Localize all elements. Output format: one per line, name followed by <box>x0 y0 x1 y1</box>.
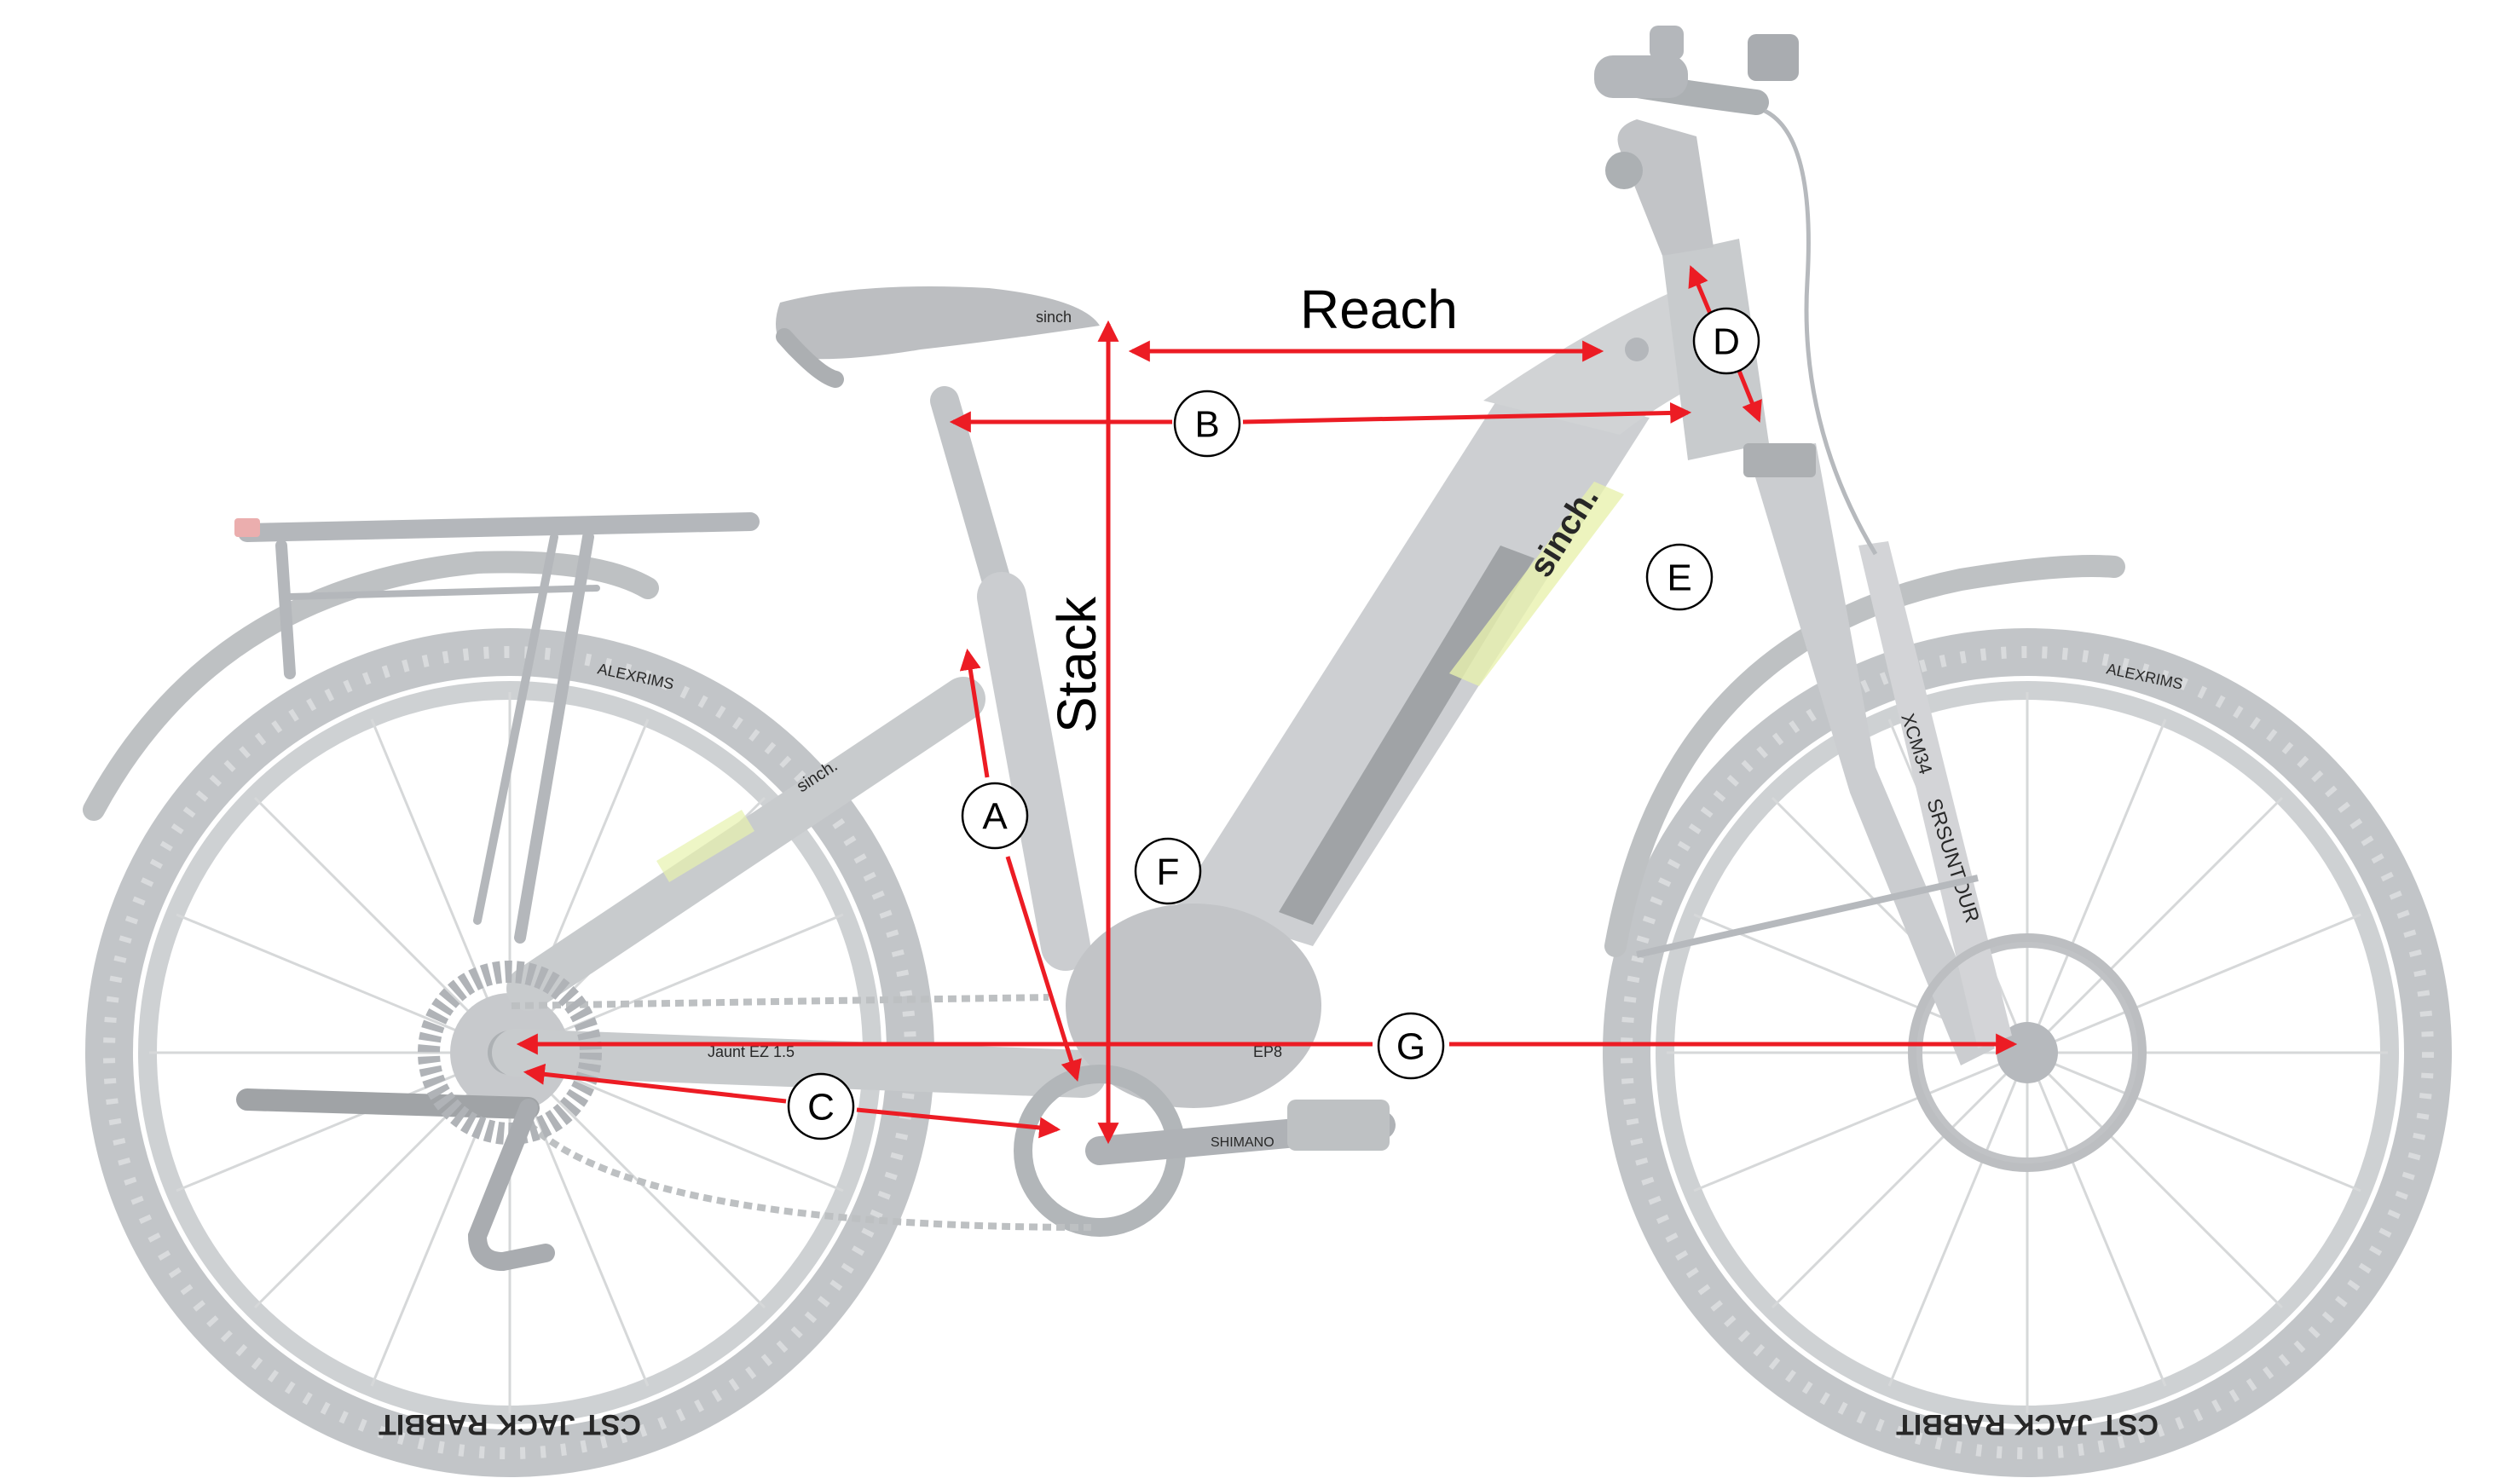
b-arrow-right <box>1242 401 1692 424</box>
c-arrow-left <box>523 1063 787 1104</box>
reach-label: Reach <box>1300 279 1458 340</box>
rear-rack <box>238 512 760 944</box>
battery-panel <box>1279 546 1535 925</box>
stack-label: Stack <box>1046 596 1107 733</box>
pedal <box>1287 1100 1390 1151</box>
label-f: F <box>1134 837 1202 905</box>
downtube-accent <box>1449 482 1624 686</box>
label-d-text: D <box>1713 321 1740 363</box>
label-d: D <box>1692 307 1760 375</box>
motor-text: EP8 <box>1253 1043 1282 1060</box>
label-c-text: C <box>807 1087 835 1129</box>
crank-text: SHIMANO <box>1211 1135 1274 1150</box>
display <box>1748 34 1799 81</box>
label-g-text: G <box>1396 1026 1425 1068</box>
seat-tube <box>977 572 1090 971</box>
d-arrow-bottom <box>1737 370 1762 423</box>
measurement-arrows <box>516 265 2018 1145</box>
rear-derailleur <box>467 1099 555 1272</box>
rear-reflector <box>234 518 260 537</box>
saddle-text: sinch <box>1036 309 1072 326</box>
kickstand <box>236 1088 540 1119</box>
stem <box>1617 119 1714 256</box>
a-arrow-top <box>959 648 990 778</box>
front-disc <box>1908 933 2147 1172</box>
bell <box>1650 26 1684 60</box>
saddle <box>776 286 1100 360</box>
c-arrow-right <box>856 1107 1061 1139</box>
label-a: A <box>961 782 1029 850</box>
fork-crown <box>1743 443 1816 477</box>
rear-fender <box>83 551 659 821</box>
label-b-text: B <box>1194 404 1219 446</box>
chain-stay <box>492 1029 1107 1098</box>
brake-cable <box>1763 108 1878 556</box>
motor-unit: EP8 <box>1066 904 1321 1108</box>
label-g: G <box>1377 1012 1445 1080</box>
front-fender <box>1604 555 2125 957</box>
label-e-text: E <box>1667 557 1691 599</box>
bike-illustration: CST JACK RABBIT ALEXRIMS <box>83 26 2452 1477</box>
front-wheel: CST JACK RABBIT ALEXRIMS <box>1603 628 2452 1477</box>
label-f-text: F <box>1157 852 1180 893</box>
label-e: E <box>1645 543 1714 611</box>
label-a-text: A <box>982 796 1008 838</box>
label-b: B <box>1173 390 1241 458</box>
down-tube <box>1176 388 1650 946</box>
seat-stay <box>506 677 985 1011</box>
seat-stay-accent <box>656 810 754 882</box>
chain <box>508 994 1092 1231</box>
label-c: C <box>787 1072 855 1140</box>
chainstay-model: Jaunt EZ 1.5 <box>708 1043 795 1060</box>
grip <box>1594 55 1688 98</box>
rear-tire-text: CST JACK RABBIT <box>379 1408 641 1440</box>
front-tire-text: CST JACK RABBIT <box>1896 1408 2159 1440</box>
a-arrow-bottom <box>1005 856 1082 1082</box>
d-arrow-top <box>1688 265 1714 316</box>
fork <box>1748 443 1995 1065</box>
fender-stay <box>1636 875 1979 958</box>
